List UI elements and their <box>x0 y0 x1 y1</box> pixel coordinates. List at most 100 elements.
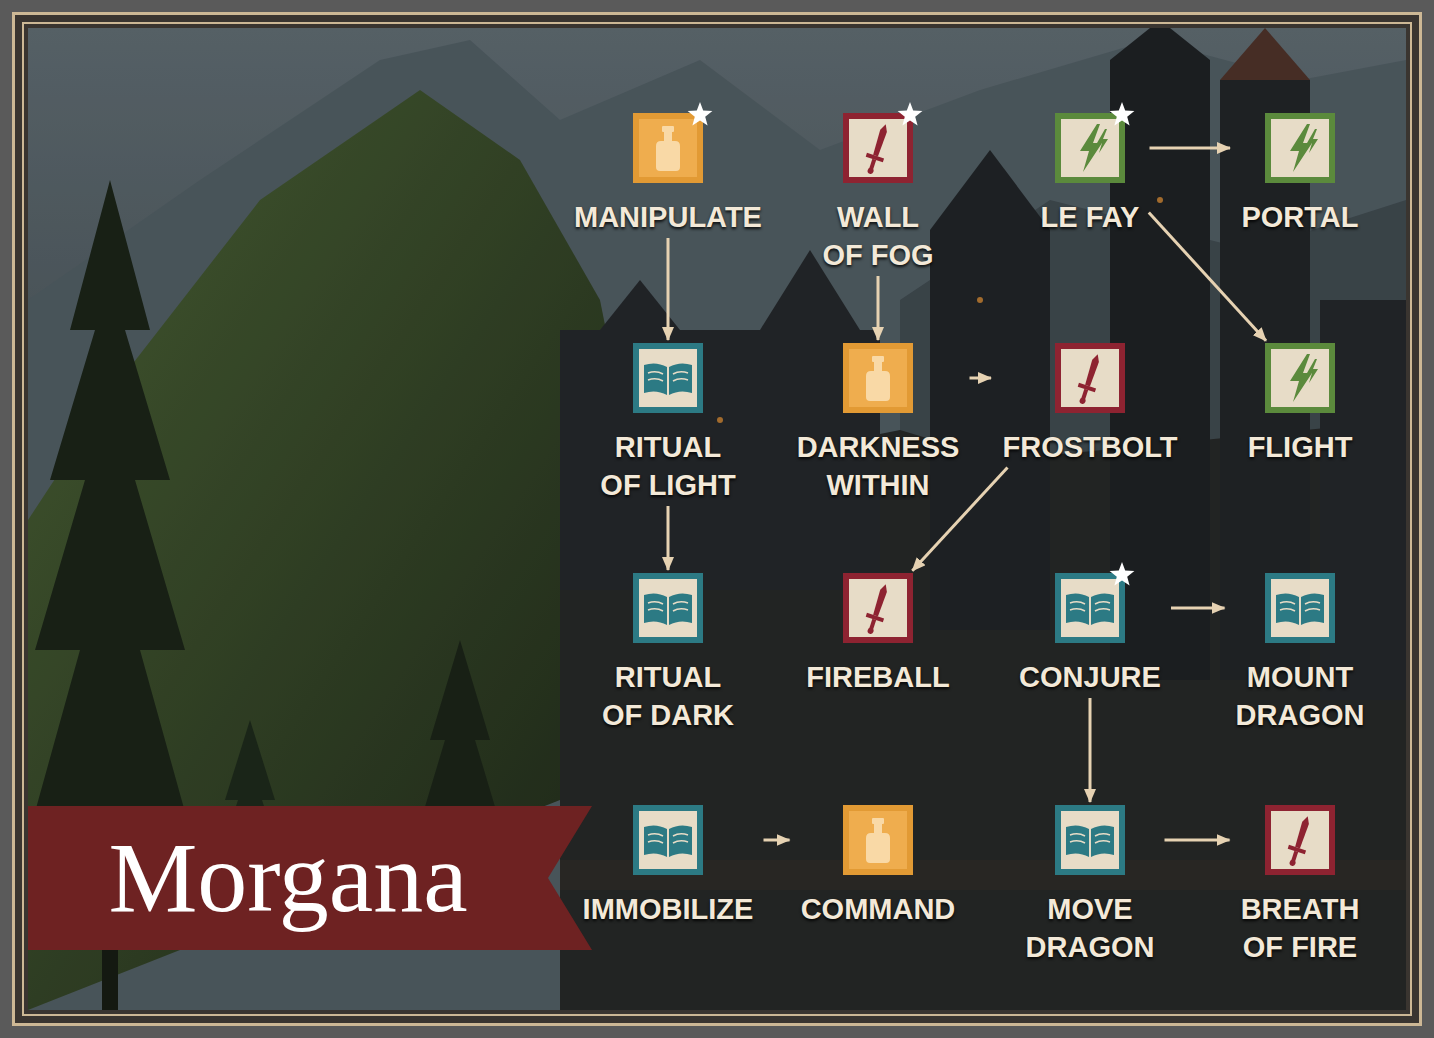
icon-part <box>1061 349 1119 407</box>
skill-label: MOVE DRAGON <box>1024 890 1157 966</box>
icon-part <box>1307 359 1318 383</box>
icon-part <box>1265 343 1335 413</box>
skill-node: PORTAL <box>1233 113 1367 236</box>
skill-label: MANIPULATE <box>572 198 764 236</box>
skill-connector <box>667 506 670 570</box>
skill-label: CONJURE <box>1017 658 1163 696</box>
icon-part <box>662 126 674 132</box>
skill-node: WALL OF FOG <box>814 113 942 274</box>
icon-part <box>1070 834 1110 843</box>
skill-node: FIREBALL <box>798 573 958 696</box>
skill-icon <box>843 805 913 875</box>
icon-part <box>874 362 882 371</box>
skill-label: IMMOBILIZE <box>581 890 756 928</box>
skill-icon <box>843 573 913 643</box>
skill-node: BREATH OF FIRE <box>1233 805 1368 966</box>
icon-part <box>843 573 913 643</box>
icon-part <box>849 811 907 869</box>
skill-connector <box>1089 698 1092 802</box>
icon-part <box>688 102 713 126</box>
icon-part <box>849 579 907 637</box>
icon-part <box>633 573 703 643</box>
icon-part <box>1265 113 1335 183</box>
skill-connector <box>877 276 880 340</box>
skill-node: MANIPULATE <box>566 113 770 236</box>
icon-part <box>1265 805 1335 875</box>
icon-part <box>1061 811 1119 869</box>
icon-part <box>872 818 884 824</box>
icon-part <box>1290 354 1312 402</box>
icon-part <box>648 602 688 611</box>
icon-part <box>872 583 889 617</box>
skill-label: DARKNESS WITHIN <box>795 428 962 504</box>
icon-part <box>1289 859 1297 867</box>
skill-icon <box>1265 113 1335 183</box>
icon-part <box>1079 397 1087 405</box>
icon-part <box>843 805 913 875</box>
skill-node: COMMAND <box>793 805 964 928</box>
dark-overlay <box>28 28 1406 1010</box>
skill-node: FLIGHT <box>1240 343 1361 466</box>
icon-part <box>872 123 889 157</box>
icon-part <box>1110 102 1135 126</box>
icon-part <box>866 371 890 401</box>
skill-connector <box>764 839 790 842</box>
skill-connector <box>1171 607 1225 610</box>
skill-label: FIREBALL <box>804 658 952 696</box>
icon-part <box>656 141 680 171</box>
icon-part <box>1055 343 1125 413</box>
icon-part <box>1271 579 1329 637</box>
skill-node: IMMOBILIZE <box>575 805 762 928</box>
skill-icon <box>843 113 913 183</box>
painting <box>28 28 1406 1010</box>
icon-part <box>867 167 875 175</box>
icon-part <box>1110 562 1135 586</box>
icon-part <box>1055 113 1125 183</box>
icon-part <box>849 119 907 177</box>
icon-part <box>874 824 882 833</box>
skill-label: LE FAY <box>1039 198 1142 236</box>
icon-part <box>898 102 923 126</box>
skill-connector <box>970 377 992 380</box>
icon-part <box>1271 811 1329 869</box>
icon-part <box>648 834 688 843</box>
icon-part <box>1073 351 1106 406</box>
frame-gap <box>15 15 1419 1023</box>
skill-node: RITUAL OF LIGHT <box>592 343 744 504</box>
skill-icon <box>633 113 703 183</box>
skill-icon <box>1055 573 1125 643</box>
skill-connector <box>1150 147 1231 150</box>
skill-node: FROSTBOLT <box>994 343 1186 466</box>
icon-part <box>1271 119 1329 177</box>
title-banner <box>28 806 592 950</box>
skill-node: CONJURE <box>1011 573 1169 696</box>
skill-label: WALL OF FOG <box>820 198 936 274</box>
icon-part <box>849 349 907 407</box>
skill-connector <box>1165 839 1230 842</box>
icon-part <box>633 113 703 183</box>
icon-part <box>867 627 875 635</box>
icon-part <box>1280 602 1320 611</box>
icon-part <box>1084 353 1101 387</box>
icon-part <box>861 581 894 636</box>
skill-node: DARKNESS WITHIN <box>789 343 968 504</box>
skill-node: RITUAL OF DARK <box>594 573 743 734</box>
icon-part <box>872 356 884 362</box>
icon-part <box>1271 349 1329 407</box>
icon-part <box>1265 573 1335 643</box>
icon-part <box>1080 124 1102 172</box>
icon-part <box>1061 579 1119 637</box>
icon-part <box>639 119 697 177</box>
skill-label: MOUNT DRAGON <box>1234 658 1367 734</box>
skill-icon <box>843 343 913 413</box>
icon-part <box>633 805 703 875</box>
icon-part <box>1055 573 1125 643</box>
skill-icon <box>1055 805 1125 875</box>
icon-part <box>861 121 894 176</box>
skill-label: COMMAND <box>799 890 958 928</box>
icon-part <box>1283 813 1316 868</box>
title-text: Morgana <box>28 808 548 948</box>
skill-icon <box>1265 805 1335 875</box>
icon-part <box>639 579 697 637</box>
